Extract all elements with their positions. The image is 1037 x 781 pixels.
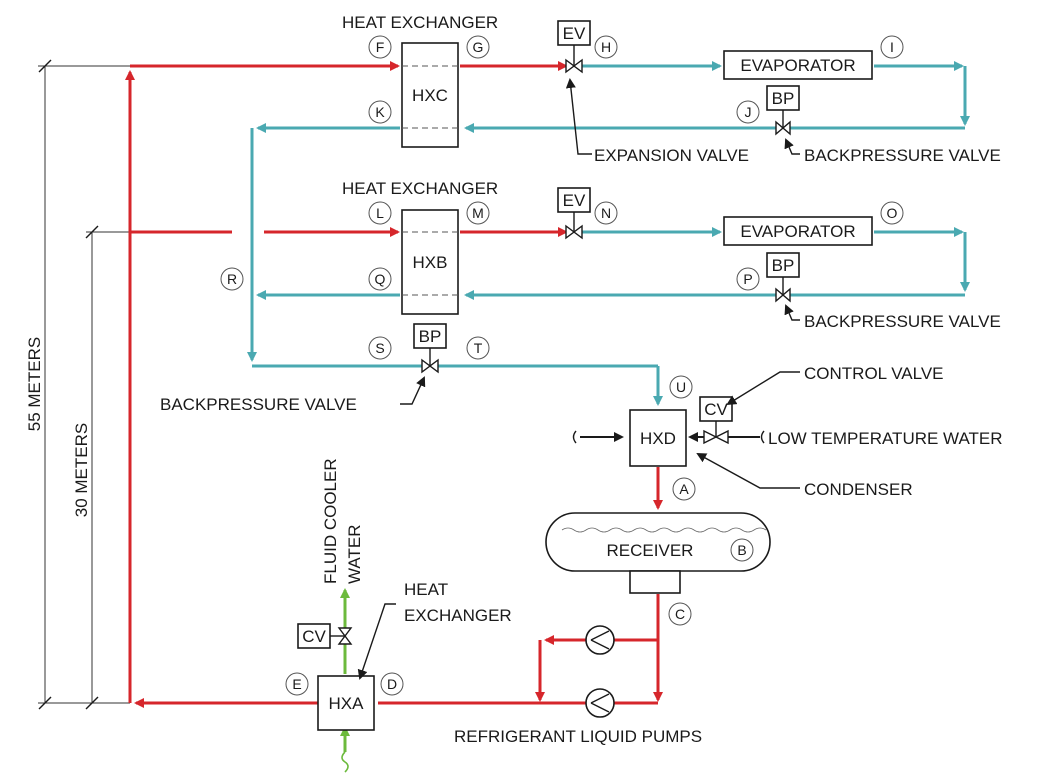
svg-text:F: F: [376, 39, 385, 55]
expansion-valve-top: EV: [557, 20, 591, 74]
point-T: T: [466, 336, 490, 360]
height-30-label: 30 METERS: [72, 423, 91, 517]
svg-text:U: U: [676, 379, 686, 395]
vapor-lines: [247, 61, 970, 406]
hxa-box: HXA: [317, 675, 375, 731]
point-K: K: [368, 100, 392, 124]
point-M: M: [466, 201, 490, 225]
svg-text:BP: BP: [772, 89, 795, 108]
low-temp-water-line: [572, 430, 765, 444]
svg-text:Q: Q: [375, 271, 386, 287]
backpressure-valve-top: BP: [766, 85, 800, 136]
svg-text:T: T: [474, 340, 483, 356]
svg-text:I: I: [890, 39, 894, 55]
point-G: G: [466, 35, 490, 59]
svg-text:HXC: HXC: [412, 86, 448, 105]
svg-text:M: M: [472, 205, 484, 221]
svg-text:H: H: [601, 39, 611, 55]
water-lines: [340, 588, 350, 773]
point-B: B: [730, 538, 754, 562]
svg-text:J: J: [745, 104, 752, 120]
pump-upper: [585, 625, 615, 655]
svg-text:K: K: [375, 104, 385, 120]
svg-text:R: R: [227, 271, 237, 287]
svg-text:EV: EV: [563, 191, 586, 210]
point-U: U: [669, 375, 693, 399]
low-temp-water-label: LOW TEMPERATURE WATER: [768, 429, 1003, 448]
svg-text:HXD: HXD: [640, 429, 676, 448]
liquid-lines: [125, 61, 663, 708]
backpressure-valve-left: BP: [413, 323, 447, 374]
fluid-cooler-label-2: WATER: [345, 525, 364, 585]
svg-text:O: O: [887, 205, 898, 221]
svg-text:L: L: [376, 205, 384, 221]
height-55-label: 55 METERS: [25, 337, 44, 431]
backpressure-valve-mid-label: BACKPRESSURE VALVE: [804, 312, 1001, 331]
pump-lower: [585, 688, 615, 718]
svg-text:CV: CV: [302, 627, 326, 646]
hxd-box: HXD: [629, 409, 687, 467]
svg-text:EV: EV: [563, 24, 586, 43]
svg-text:A: A: [679, 481, 689, 497]
svg-text:C: C: [675, 606, 685, 622]
dimension-30: [85, 225, 130, 710]
point-Q: Q: [368, 267, 392, 291]
svg-text:G: G: [473, 39, 484, 55]
svg-text:EVAPORATOR: EVAPORATOR: [740, 222, 855, 241]
evaporator-mid: EVAPORATOR: [723, 216, 873, 246]
backpressure-valve-top-label: BACKPRESSURE VALVE: [804, 146, 1001, 165]
svg-text:E: E: [292, 676, 301, 692]
point-F: F: [368, 35, 392, 59]
svg-text:CV: CV: [704, 400, 728, 419]
svg-text:S: S: [375, 340, 384, 356]
evaporator-top: EVAPORATOR: [723, 50, 873, 80]
svg-text:BP: BP: [772, 256, 795, 275]
svg-text:D: D: [387, 676, 397, 692]
point-H: H: [594, 35, 618, 59]
control-valve-left: CV: [297, 623, 353, 649]
svg-text:EVAPORATOR: EVAPORATOR: [740, 56, 855, 75]
svg-text:HXB: HXB: [413, 253, 448, 272]
point-C: C: [668, 602, 692, 626]
point-O: O: [880, 201, 904, 225]
point-J: J: [736, 100, 760, 124]
point-A: A: [672, 477, 696, 501]
point-N: N: [594, 201, 618, 225]
svg-text:RECEIVER: RECEIVER: [607, 541, 694, 560]
dimension-55: [38, 59, 130, 710]
control-valve-right: CV: [699, 396, 733, 445]
expansion-valve-label: EXPANSION VALVE: [594, 146, 749, 165]
heat-exchanger-mid-label: HEAT EXCHANGER: [342, 179, 498, 198]
fluid-cooler-label-1: FLUID COOLER: [321, 458, 340, 584]
point-E: E: [285, 672, 309, 696]
receiver-tank: RECEIVER: [545, 512, 771, 594]
leader-lines: [357, 78, 800, 680]
heat-exchanger-top-label: HEAT EXCHANGER: [342, 13, 498, 32]
condenser-label: CONDENSER: [804, 480, 913, 499]
svg-text:P: P: [743, 271, 752, 287]
svg-text:N: N: [601, 205, 611, 221]
refrigerant-pumps-label: REFRIGERANT LIQUID PUMPS: [454, 727, 702, 746]
hxb-box: HXB: [401, 209, 459, 315]
point-P: P: [736, 267, 760, 291]
svg-text:BP: BP: [419, 327, 442, 346]
svg-text:HXA: HXA: [329, 694, 365, 713]
point-R: R: [220, 267, 244, 291]
expansion-valve-mid: EV: [557, 187, 591, 240]
point-S: S: [368, 336, 392, 360]
hxc-box: HXC: [401, 42, 459, 148]
point-D: D: [380, 672, 404, 696]
point-L: L: [368, 201, 392, 225]
backpressure-valve-left-label: BACKPRESSURE VALVE: [160, 395, 357, 414]
heat-exchanger-bottom-label-1: HEAT: [404, 580, 448, 599]
control-valve-label: CONTROL VALVE: [804, 364, 944, 383]
backpressure-valve-mid: BP: [766, 252, 800, 303]
heat-exchanger-bottom-label-2: EXCHANGER: [404, 606, 512, 625]
point-I: I: [880, 35, 904, 59]
svg-text:B: B: [737, 542, 746, 558]
